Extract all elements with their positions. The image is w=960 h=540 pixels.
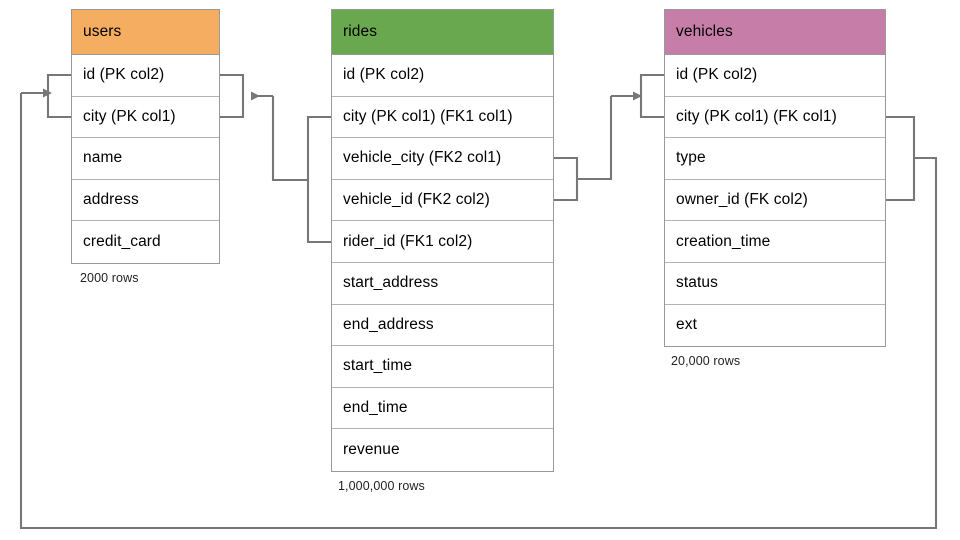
field-rides-end-time[interactable]: end_time [332,388,553,430]
rowcount-users: 2000 rows [80,271,139,285]
entity-rides[interactable]: rides id (PK col2) city (PK col1) (FK1 c… [331,9,554,472]
wire-users-left-bracket [46,73,71,119]
entity-vehicles[interactable]: vehicles id (PK col2) city (PK col1) (FK… [664,9,886,348]
entity-users[interactable]: users id (PK col2) city (PK col1) name a… [71,9,220,264]
field-rides-id[interactable]: id (PK col2) [332,55,553,97]
field-rides-city[interactable]: city (PK col1) (FK1 col1) [332,97,553,139]
field-rides-start-address[interactable]: start_address [332,263,553,305]
field-rides-vehicle-city[interactable]: vehicle_city (FK2 col1) [332,138,553,180]
field-users-address[interactable]: address [72,180,219,222]
field-users-credit-card[interactable]: credit_card [83,233,161,251]
wire-vehicles-left-bracket [639,73,664,119]
entity-rides-header: rides [332,10,553,55]
entity-users-header: users [72,10,219,55]
field-rides-rider-id[interactable]: rider_id (FK1 col2) [332,221,553,263]
rowcount-rides: 1,000,000 rows [338,479,425,493]
field-vehicles-creation-time[interactable]: creation_time [665,221,885,263]
field-users-id[interactable]: id (PK col2) [72,55,219,97]
wire-rides-fk1-to-users [251,91,331,244]
field-vehicles-type[interactable]: type [665,138,885,180]
field-vehicles-status[interactable]: status [665,263,885,305]
field-rides-vehicle-id[interactable]: vehicle_id (FK2 col2) [332,180,553,222]
field-vehicles-id[interactable]: id (PK col2) [665,55,885,97]
field-vehicles-city[interactable]: city (PK col1) (FK col1) [665,97,885,139]
field-vehicles-ext[interactable]: ext [676,316,697,334]
field-rides-end-address[interactable]: end_address [332,305,553,347]
field-users-name[interactable]: name [72,138,219,180]
field-rides-start-time[interactable]: start_time [332,346,553,388]
entity-vehicles-header: vehicles [665,10,885,55]
field-vehicles-owner-id[interactable]: owner_id (FK col2) [665,180,885,222]
field-rides-revenue[interactable]: revenue [343,441,400,459]
rowcount-vehicles: 20,000 rows [671,354,741,368]
wire-rides-fk2-to-vehicles [554,91,642,202]
field-users-city[interactable]: city (PK col1) [72,97,219,139]
wire-users-right-bracket [220,73,245,119]
